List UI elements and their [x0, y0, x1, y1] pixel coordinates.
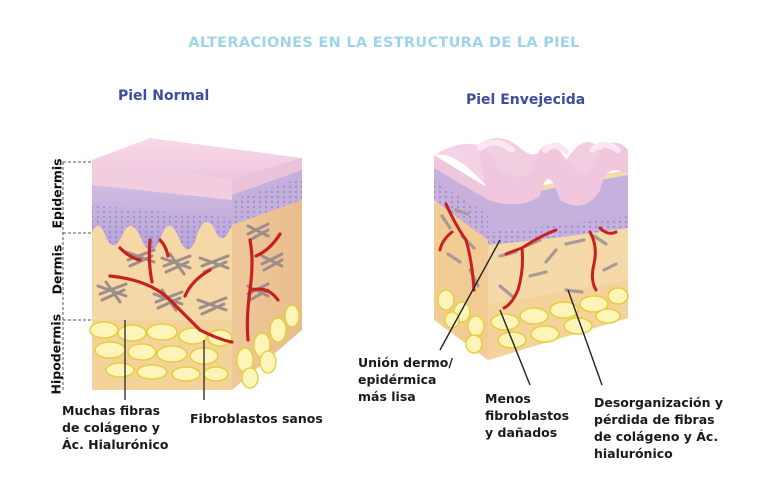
label-dermis: Dermis [49, 244, 65, 295]
pointer-aged-collagen [567, 289, 603, 386]
pointer-aged-fibroblasts [499, 309, 531, 386]
blood-vessels-aged [438, 202, 618, 310]
pointer-junction [439, 239, 501, 351]
aged-skin-title: Piel Envejecida [466, 92, 586, 108]
layer-brackets [62, 161, 92, 392]
label-epidermis: Epidermis [49, 158, 65, 229]
caption-aged-junction: Unión dermo/ epidérmica más lisa [358, 355, 453, 404]
normal-skin-title: Piel Normal [118, 88, 210, 104]
caption-normal-collagen: Muchas fibras de colágeno y Ác. Hialurón… [62, 403, 169, 452]
caption-aged-collagen: Desorganización y pérdida de fibras de c… [594, 395, 724, 461]
page-title: ALTERACIONES EN LA ESTRUCTURA DE LA PIEL [188, 35, 580, 51]
aged-skin-block [434, 138, 629, 386]
collagen-fibers [96, 222, 284, 316]
normal-skin-block [62, 138, 302, 400]
label-hipodermis: Hipodermis [48, 313, 64, 395]
caption-aged-fibroblasts: Menos fibroblastos y dañados [485, 391, 570, 440]
caption-normal-fibroblasts: Fibroblastos sanos [190, 411, 323, 426]
blood-vessels [108, 232, 282, 344]
